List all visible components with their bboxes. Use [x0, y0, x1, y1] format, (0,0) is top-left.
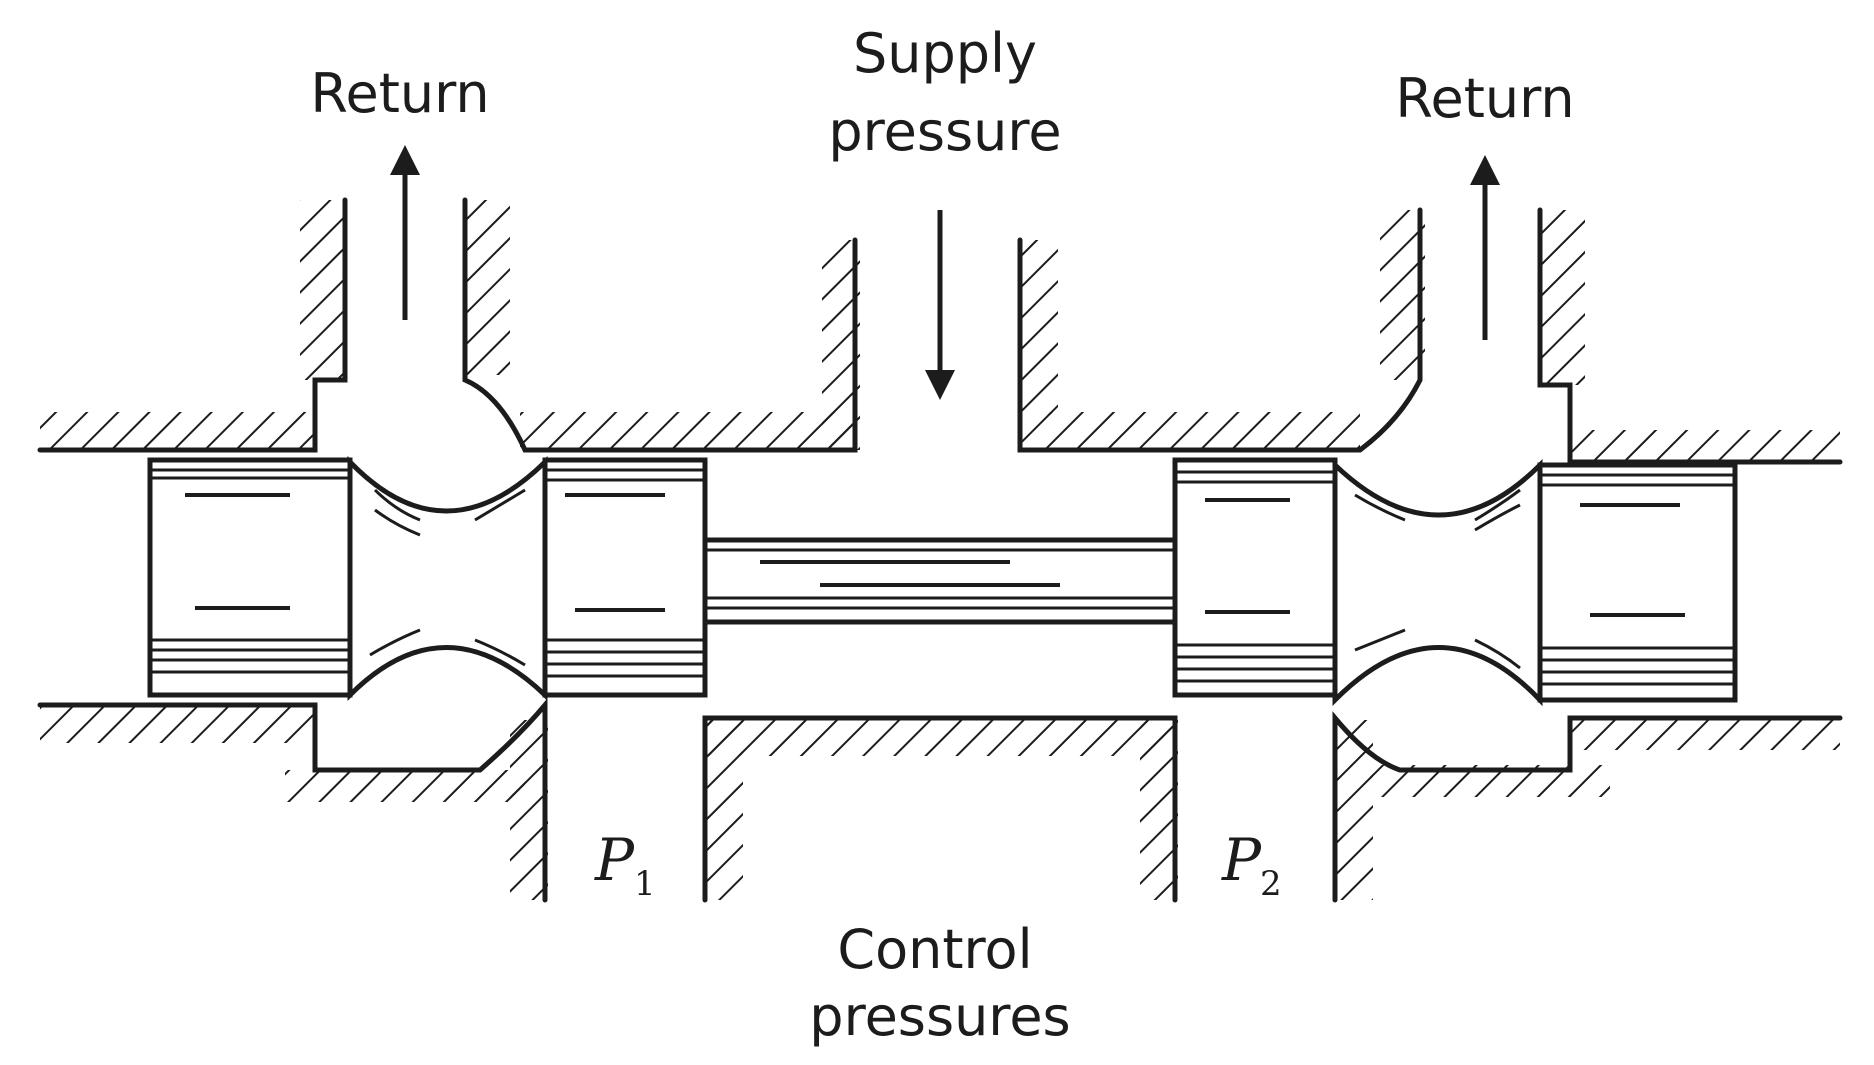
spool-land-middle-left	[542, 457, 708, 698]
spool-shaft	[702, 537, 1178, 625]
label-return-right: Return	[1395, 67, 1574, 130]
label-supply-line2: pressure	[828, 100, 1061, 163]
label-p1-subscript: 1	[634, 864, 656, 904]
valve-housing	[37, 197, 1843, 903]
spool-land-right	[1537, 462, 1738, 703]
label-control-line1: Control	[837, 918, 1032, 981]
label-p2-subscript: 2	[1260, 864, 1282, 904]
spool-land-middle-right	[1172, 457, 1338, 698]
label-p1: P	[594, 826, 635, 894]
label-control-line2: pressures	[809, 985, 1070, 1048]
label-return-left: Return	[310, 62, 489, 125]
spool-land-left	[147, 457, 353, 698]
spool	[147, 455, 1738, 707]
label-p2: P	[1221, 826, 1262, 894]
label-supply-line1: Supply	[853, 22, 1037, 85]
